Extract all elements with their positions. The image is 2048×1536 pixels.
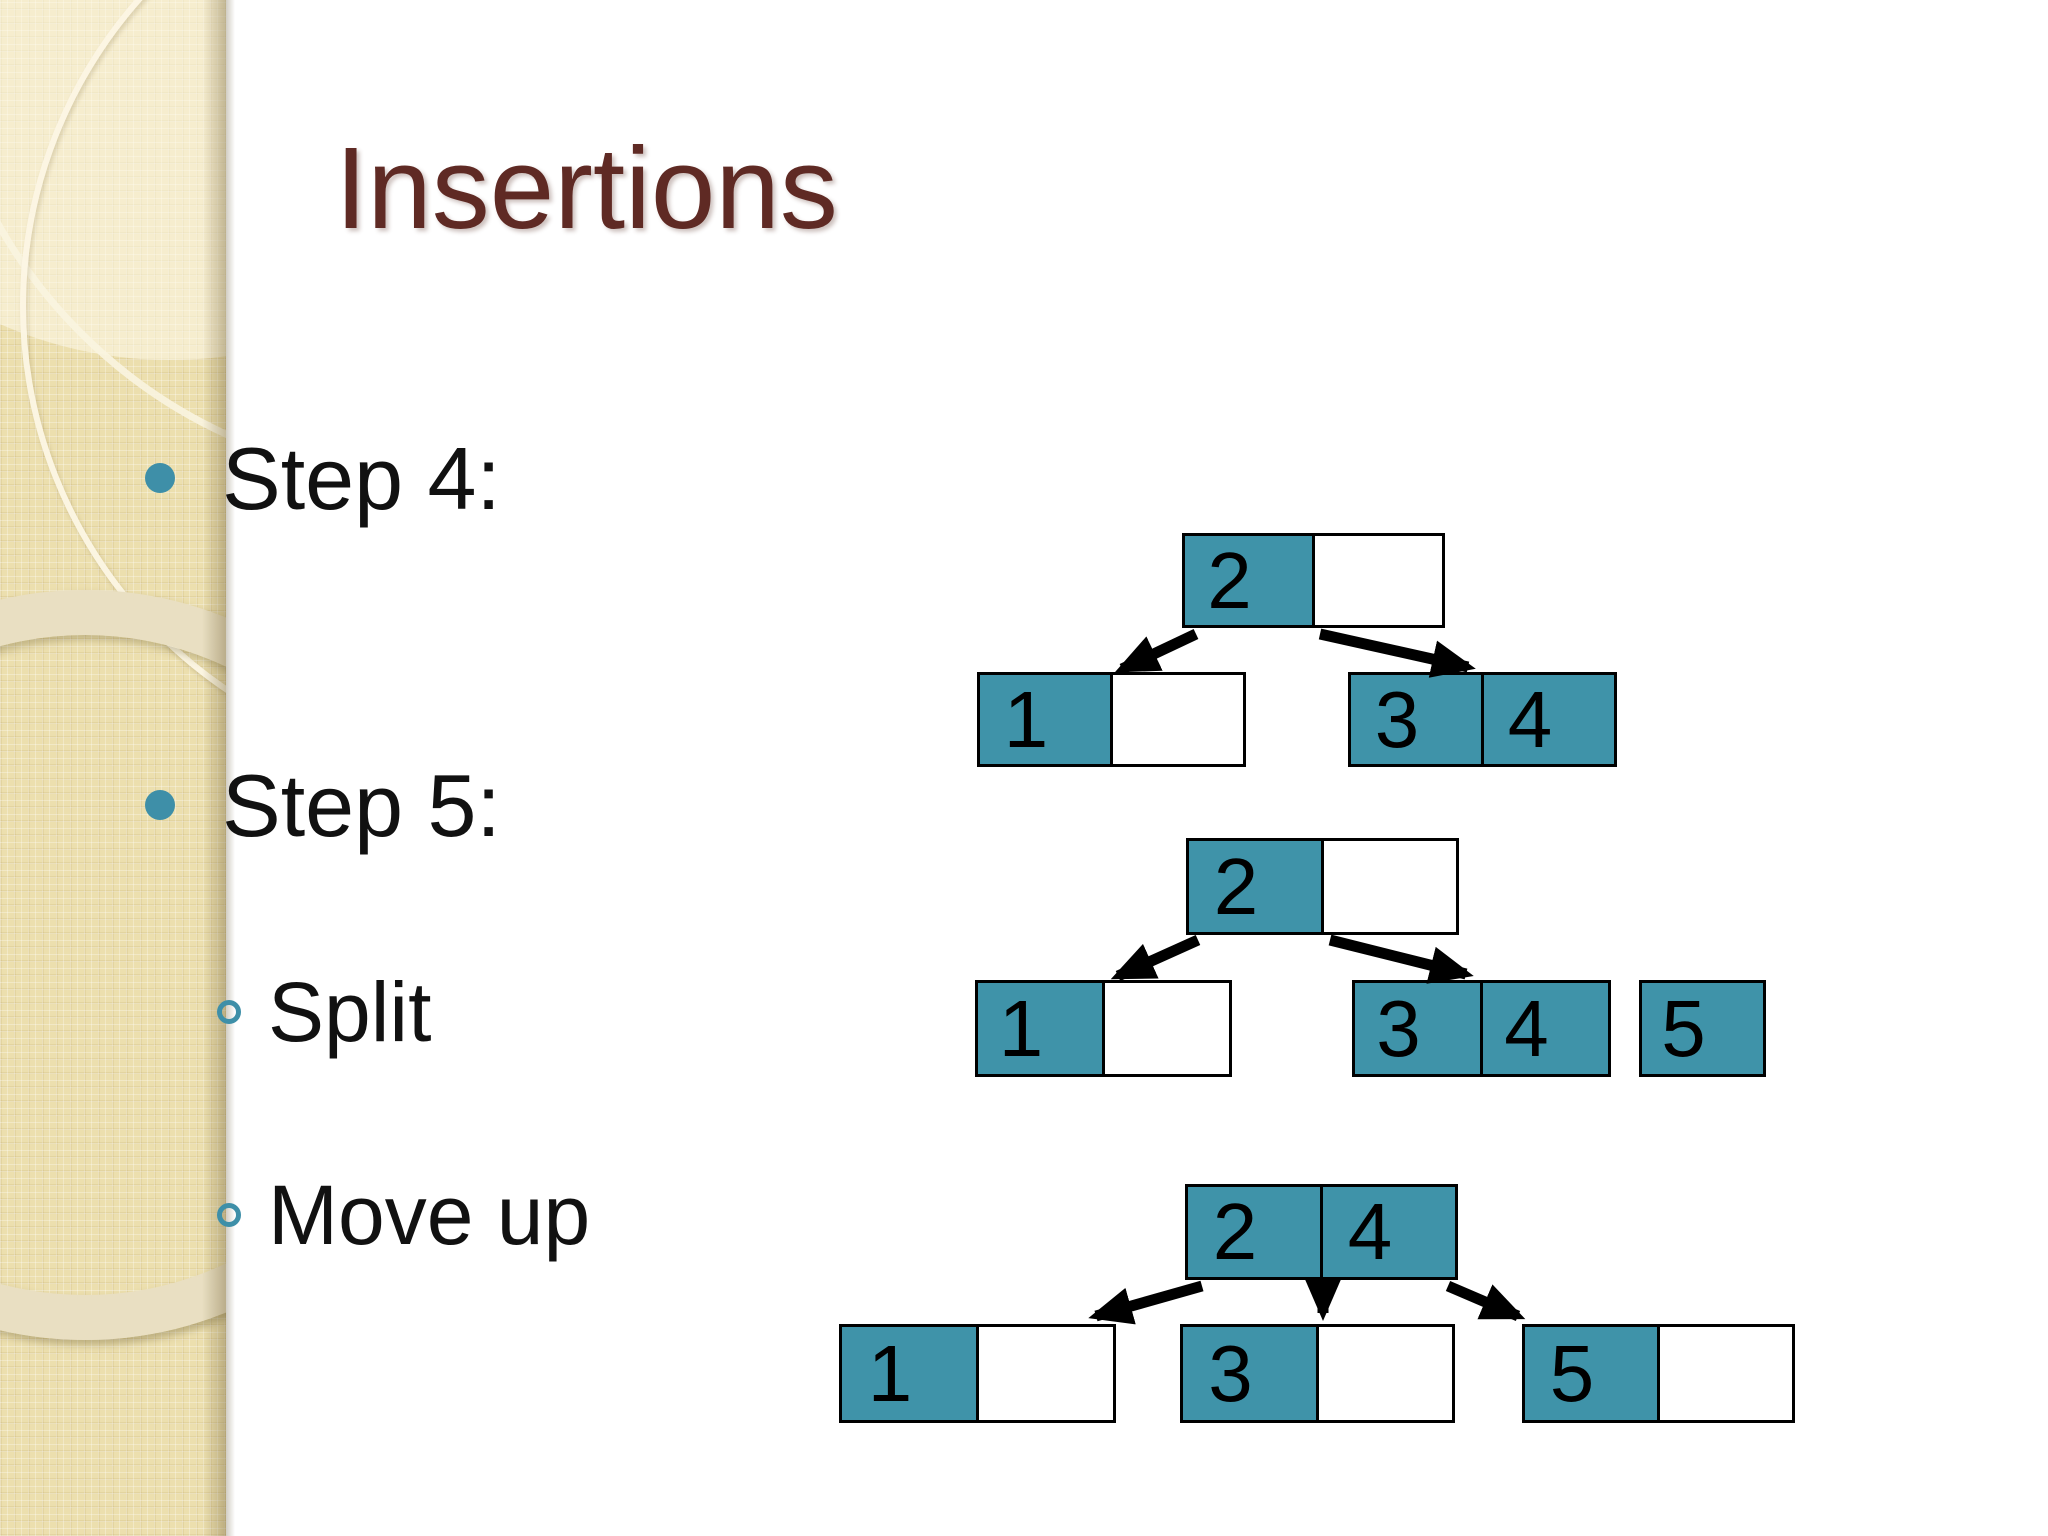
move-up-tree-node-left-child: 1 xyxy=(839,1324,1116,1423)
sidebar-decoration xyxy=(0,0,226,1536)
bullet-ring-split xyxy=(217,1000,241,1024)
tree-cell-key: 1 xyxy=(839,1324,979,1423)
tree-cell-empty xyxy=(1312,533,1445,628)
tree-cell-key: 2 xyxy=(1182,533,1315,628)
tree-cell-value: 4 xyxy=(1507,674,1553,764)
tree-cell-empty xyxy=(1110,672,1246,767)
move-up-tree-node-right-child: 5 xyxy=(1522,1324,1795,1423)
tree-cell-empty xyxy=(1316,1324,1455,1423)
tree-cell-key: 4 xyxy=(1481,672,1617,767)
tree-cell-value: 5 xyxy=(1549,1328,1595,1418)
tree-cell-key: 4 xyxy=(1480,980,1611,1077)
step-5-split-tree-node-new-node-5: 5 xyxy=(1639,980,1766,1077)
tree-cell-key: 5 xyxy=(1522,1324,1660,1423)
tree-cell-empty xyxy=(1321,838,1459,935)
tree-cell-key: 3 xyxy=(1348,672,1484,767)
tree-cell-value: 1 xyxy=(998,983,1044,1073)
bullet-dot-step5 xyxy=(145,790,175,820)
tree-cell-key: 2 xyxy=(1185,1184,1323,1280)
tree-cell-value: 2 xyxy=(1207,535,1252,625)
tree-cell-value: 3 xyxy=(1374,674,1420,764)
step-5-split-tree-node-left-child: 1 xyxy=(975,980,1232,1077)
bullet-step5: Step 5: xyxy=(222,756,501,855)
tree-cell-key: 3 xyxy=(1352,980,1483,1077)
bullet-ring-moveup xyxy=(217,1203,241,1227)
step-4-tree-node-root: 2 xyxy=(1182,533,1445,628)
bullet-moveup: Move up xyxy=(268,1168,591,1262)
tree-cell-empty xyxy=(1102,980,1232,1077)
tree-cell-key: 5 xyxy=(1639,980,1766,1077)
sidebar-edge-shadow xyxy=(202,0,226,1536)
tree-cell-value: 1 xyxy=(867,1328,913,1418)
tree-cell-value: 5 xyxy=(1661,983,1706,1073)
tree-cell-value: 2 xyxy=(1212,1187,1258,1276)
tree-cell-value: 4 xyxy=(1347,1187,1393,1276)
sidebar-thick-ring xyxy=(0,590,226,1340)
step-4-tree-node-left-child: 1 xyxy=(977,672,1246,767)
tree-cell-value: 2 xyxy=(1213,841,1259,931)
tree-cell-value: 4 xyxy=(1504,983,1549,1073)
tree-cell-value: 1 xyxy=(1003,674,1049,764)
tree-cell-empty xyxy=(1657,1324,1795,1423)
bullet-dot-step4 xyxy=(145,463,175,493)
slide-title: Insertions xyxy=(335,123,838,253)
bullet-split: Split xyxy=(268,965,432,1059)
sidebar-outer-shadow xyxy=(226,0,235,1536)
tree-cell-key: 1 xyxy=(975,980,1105,1077)
tree-cell-empty xyxy=(976,1324,1116,1423)
move-up-tree-node-middle-child: 3 xyxy=(1180,1324,1455,1423)
tree-cell-key: 4 xyxy=(1320,1184,1458,1280)
step-5-split-tree-node-root: 2 xyxy=(1186,838,1459,935)
tree-cell-value: 3 xyxy=(1376,983,1421,1073)
tree-cell-key: 2 xyxy=(1186,838,1324,935)
tree-cell-value: 3 xyxy=(1208,1328,1253,1418)
tree-cell-key: 3 xyxy=(1180,1324,1319,1423)
tree-cell-key: 1 xyxy=(977,672,1113,767)
bullet-step4: Step 4: xyxy=(222,429,501,528)
